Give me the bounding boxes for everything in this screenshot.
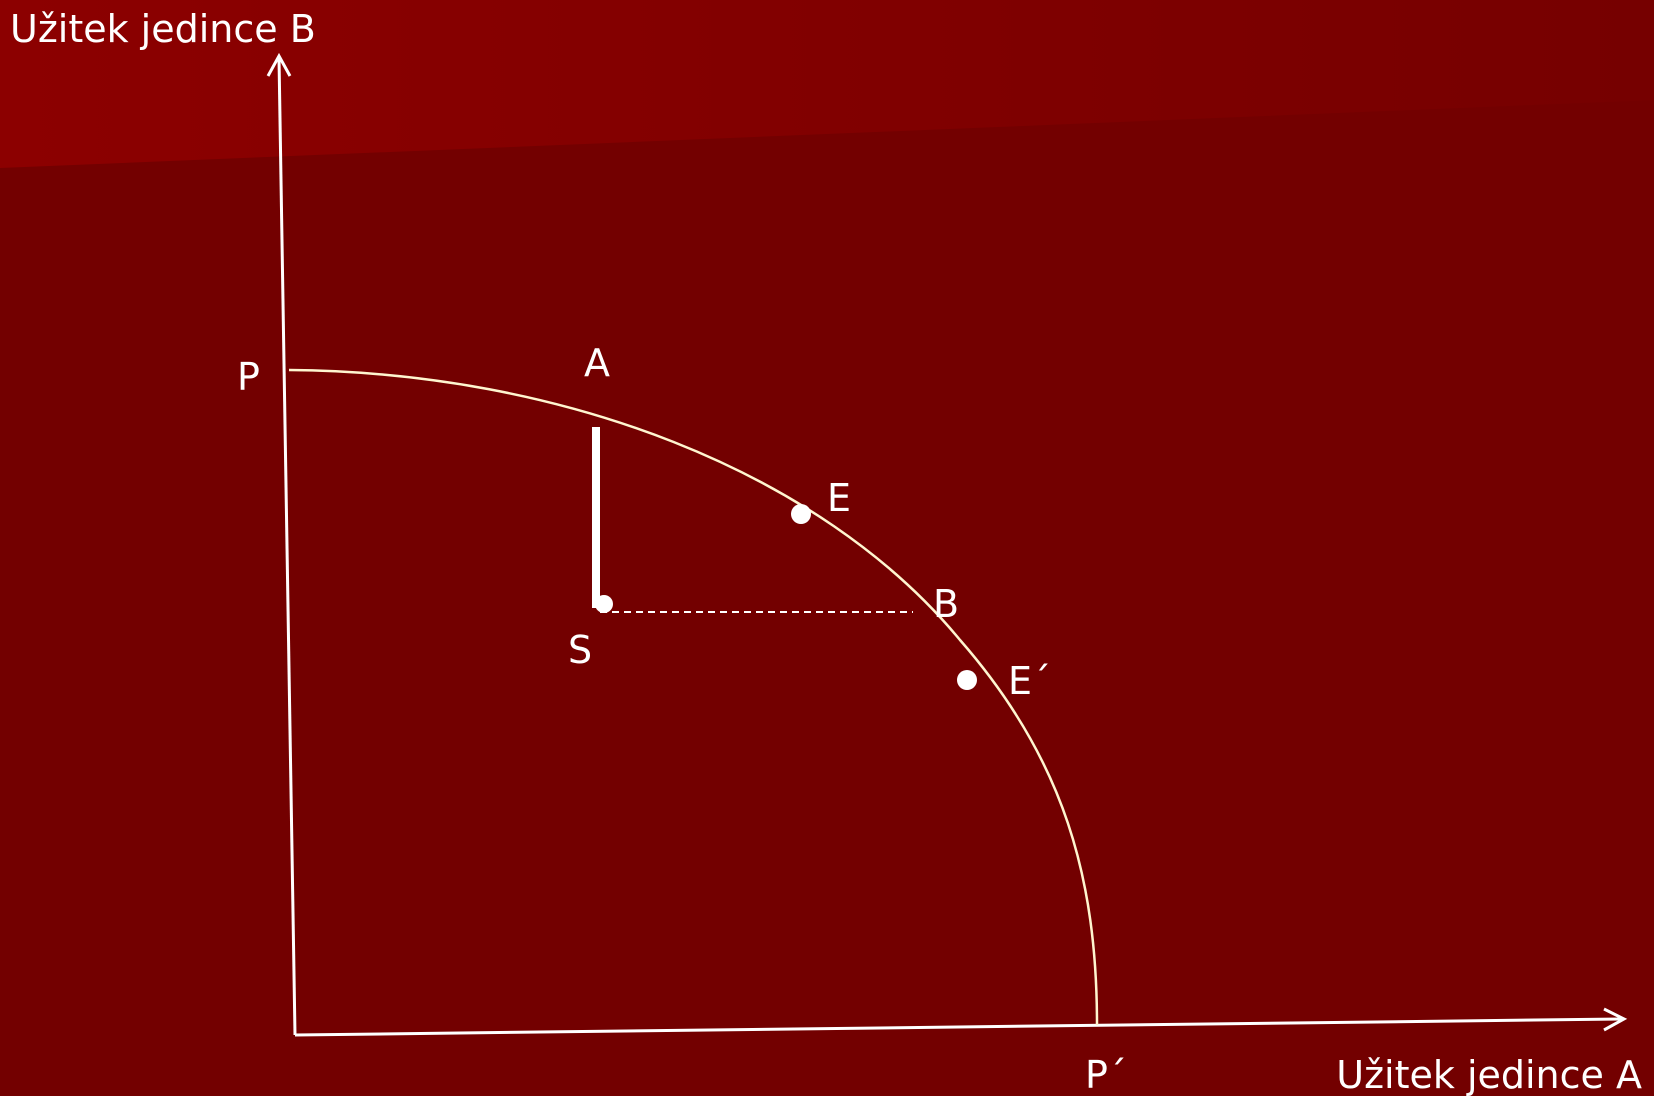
y-axis-label: Užitek jedince B (10, 7, 316, 51)
x-axis-label: Užitek jedince A (1336, 1053, 1642, 1096)
y-axis-arrowhead (266, 52, 292, 77)
frontier-curve (288, 368, 1099, 1026)
x-axis (294, 1017, 1623, 1037)
label-e: E (827, 476, 851, 520)
point-s-dot (595, 595, 613, 613)
label-e-prime: E´ (1008, 659, 1051, 703)
y-axis (277, 57, 297, 1036)
x-axis-arrowhead (1603, 1007, 1628, 1032)
point-e-dot (791, 504, 811, 524)
header-band (0, 0, 1654, 168)
label-p-prime: P´ (1085, 1053, 1127, 1096)
label-a: A (584, 341, 610, 385)
label-s: S (568, 628, 592, 672)
label-p: P (237, 355, 260, 399)
point-e-prime-dot (957, 670, 977, 690)
label-b: B (933, 582, 959, 626)
